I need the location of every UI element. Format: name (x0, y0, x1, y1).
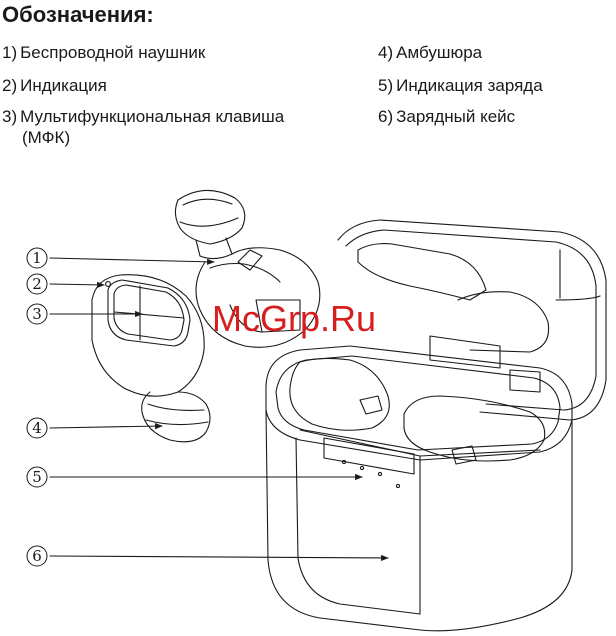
callout-6: 6 (27, 546, 47, 566)
callout-4: 4 (27, 418, 47, 438)
callout-2: 2 (27, 274, 47, 294)
charging-case (266, 220, 606, 631)
watermark-text: McGrp.Ru (212, 298, 376, 340)
callout-number: 6 (32, 547, 42, 565)
callout-number: 1 (32, 249, 42, 267)
callout-number: 2 (32, 275, 42, 293)
leader-line-2 (50, 284, 104, 285)
leader-line-1 (50, 258, 214, 262)
earbud-front (92, 275, 210, 442)
callout-5: 5 (27, 467, 47, 487)
callout-number: 4 (32, 419, 42, 437)
callout-number: 5 (32, 468, 42, 486)
callout-number: 3 (32, 305, 42, 323)
leader-line-4 (50, 426, 162, 428)
leader-line-6 (50, 556, 388, 558)
callout-1: 1 (27, 248, 47, 268)
callout-3: 3 (27, 304, 47, 324)
